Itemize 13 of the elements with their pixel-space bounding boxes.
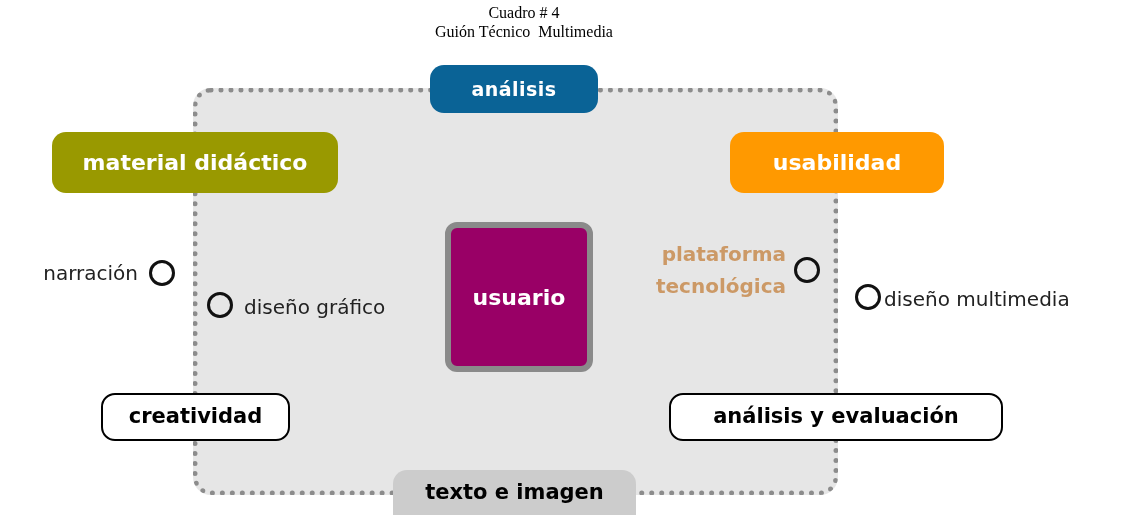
category-box: análisis (430, 65, 598, 113)
subtitle: Guión Técnico Multimedia (434, 22, 614, 41)
category-box: texto e imagen (393, 470, 636, 515)
text-label: diseño gráfico (244, 294, 387, 321)
outlined-box: creatividad (101, 393, 290, 441)
center-box: usuario (445, 222, 593, 372)
text-label: plataforma tecnológica (654, 241, 786, 300)
outlined-box: análisis y evaluación (669, 393, 1003, 441)
text-label: diseño multimedia (884, 286, 1071, 313)
text-label: narración (42, 260, 138, 287)
title: Cuadro # 4 (487, 3, 561, 22)
category-box: material didáctico (52, 132, 338, 193)
category-box: usabilidad (730, 132, 944, 193)
